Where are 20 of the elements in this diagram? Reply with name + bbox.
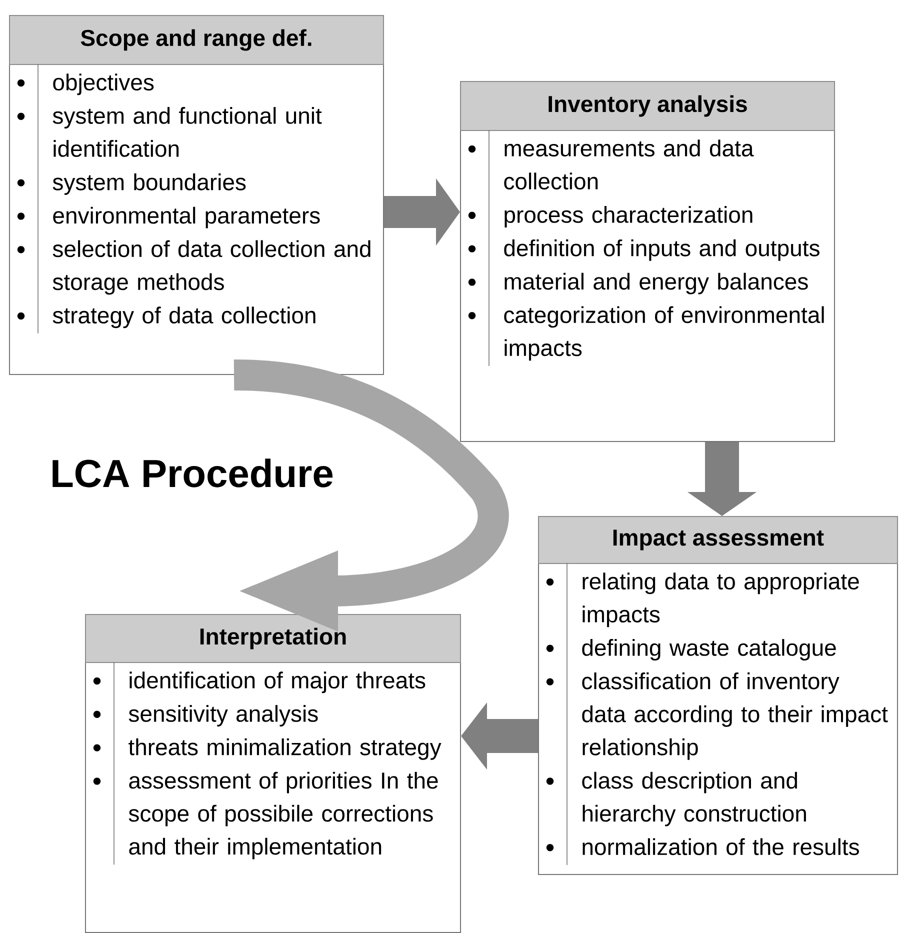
- arrow: [234, 360, 509, 632]
- list-item: threats minimalization strategy: [93, 738, 442, 760]
- list-item: assessment of priorities In the scope of possibile corrections and their implementation: [93, 772, 438, 860]
- list-item: defining waste catalogue: [546, 639, 836, 660]
- header-band: Impact assessment: [538, 516, 898, 564]
- list-item: categorization of environmental impacts: [468, 306, 824, 361]
- header-band: Scope and range def.: [9, 15, 384, 65]
- list-item: strategy of data collection: [17, 306, 316, 328]
- list-item: environmental parameters: [17, 206, 320, 228]
- list-item: sensitivity analysis: [93, 705, 318, 726]
- list-item: system boundaries: [17, 173, 246, 195]
- list-item: definition of inputs and outputs: [468, 239, 820, 261]
- header-band: Inventory analysis: [460, 81, 836, 131]
- diagram-title: LCA Procedure: [52, 458, 333, 488]
- list-item: objectives: [17, 74, 154, 96]
- list-item: material and energy balances: [468, 272, 808, 294]
- list-item: identification of major threats: [93, 672, 426, 694]
- list-item: process characterization: [468, 206, 752, 228]
- list-item: normalization of the results: [546, 838, 859, 856]
- header-band: Interpretation: [85, 614, 461, 663]
